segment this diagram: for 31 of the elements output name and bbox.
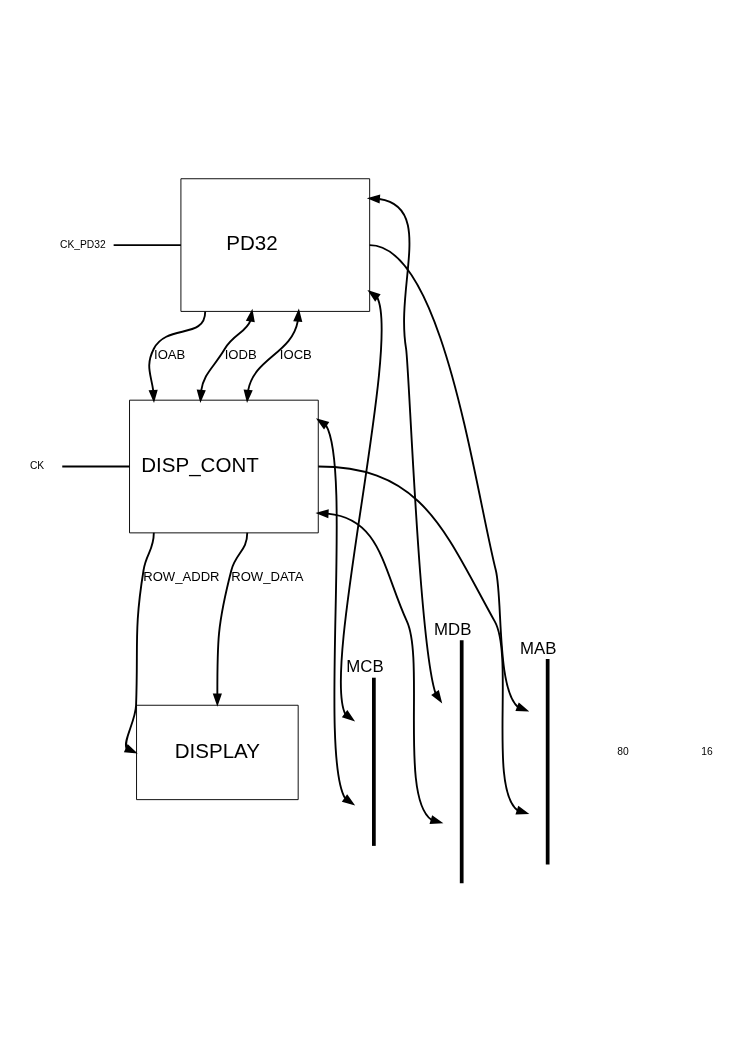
node-label: MDB [434,619,472,639]
arrow [368,243,530,711]
node-box [372,677,376,846]
edge-label: ROW_ADDR [143,568,220,584]
edge-label: ROW_DATA [231,568,304,584]
label: 16 [701,745,713,757]
node-label: MCB [346,656,384,676]
arrow [123,531,155,754]
arrow [212,531,249,707]
arrow [243,308,303,403]
node-text: CK_PD32 [59,238,106,250]
node-box [545,658,550,865]
edge-label: IOAB [154,346,186,362]
connector [61,465,131,467]
arrow [315,508,444,824]
edge-label: IOCB [279,346,312,362]
node-text: CK [29,459,45,471]
node-box: DISPLAY [136,704,299,800]
connector [112,243,182,246]
arrow [317,465,530,814]
arrow [315,417,356,805]
label: 80 [617,745,629,757]
node-label: MAB [520,638,557,658]
node-box [459,639,464,883]
arrow [366,193,443,703]
edge-label: IODB [224,346,257,362]
node-box: DISP_CONT [129,399,319,533]
node-box: PD32 [180,177,371,312]
arrow [196,308,255,403]
arrow [148,310,207,403]
arrow [340,289,383,721]
